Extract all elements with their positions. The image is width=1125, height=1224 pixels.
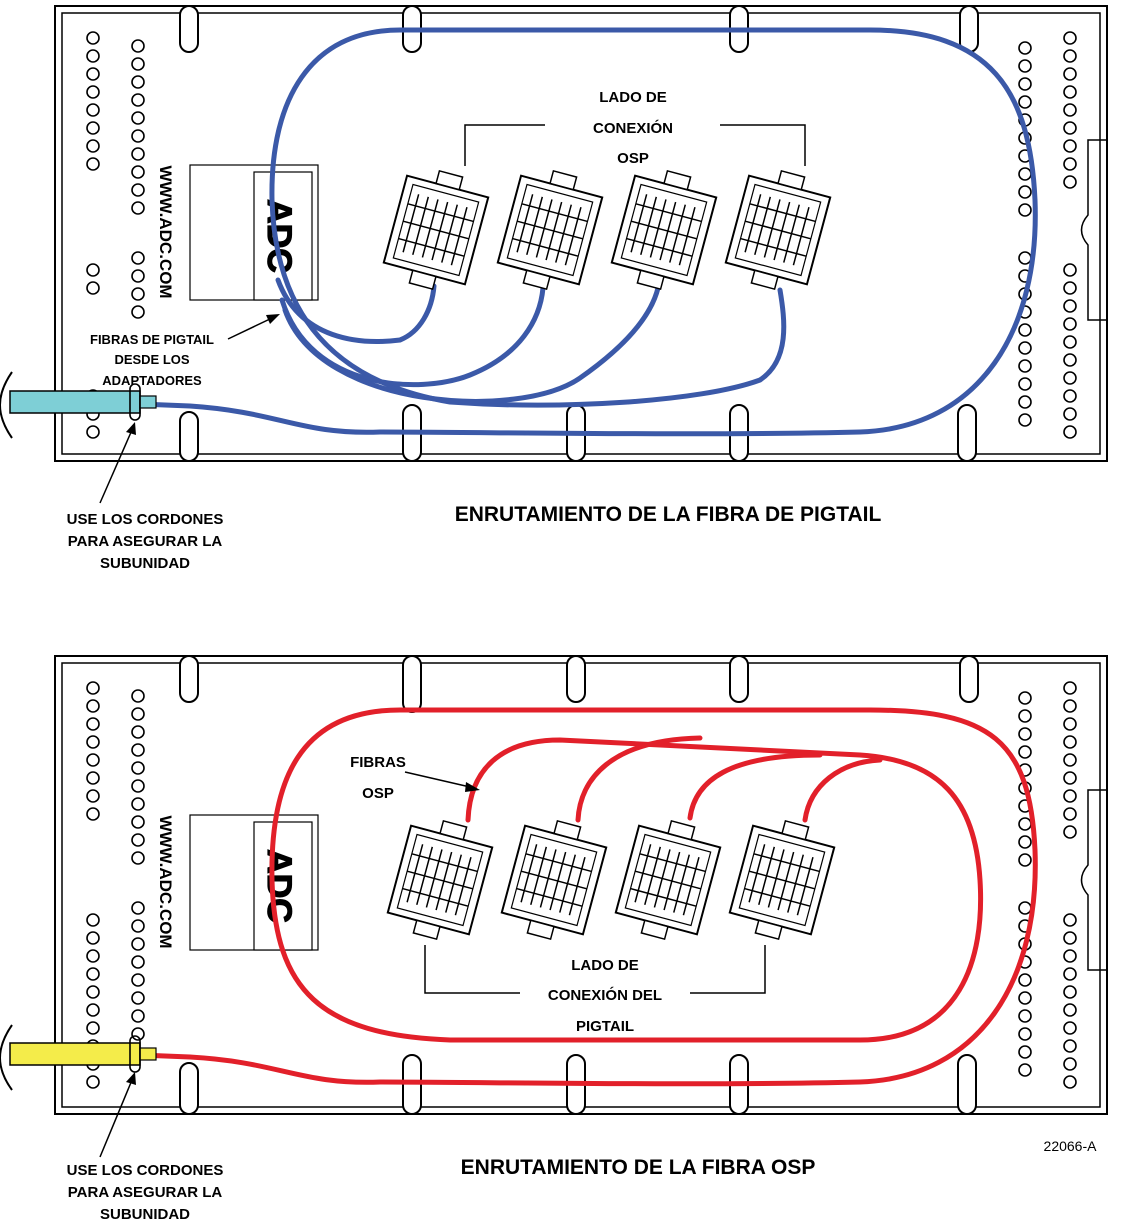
fibers-label-line1: FIBRAS DE PIGTAIL [90,332,214,347]
connection-side-bracket [464,124,806,166]
cable-subunit [0,1024,157,1091]
panel-title: ENRUTAMIENTO DE LA FIBRA DE PIGTAIL [455,503,882,526]
tray-notch [1080,789,1107,971]
osp-fibers [137,707,1038,1087]
adc-logo: ADC [189,164,319,301]
panel-title: ENRUTAMIENTO DE LA FIBRA OSP [461,1156,816,1179]
pigtail-adapters [386,819,836,941]
fibers-label-line1: FIBRAS [350,754,406,771]
osp-adapters [382,169,832,291]
fibers-label-line3: ADAPTADORES [102,373,202,388]
left-holes [86,31,145,439]
connection-side-label-line2: CONEXIÓN DEL [548,986,662,1004]
cords-label-line2: PARA ASEGURAR LA [68,533,223,550]
top-slots [179,655,979,713]
connection-side-label-line1: LADO DE [571,957,639,974]
connection-side-label-line1: LADO DE [599,89,667,106]
panel-osp-routing: ADC WWW.ADC.COM [0,655,1108,1223]
cords-label-line3: SUBUNIDAD [100,555,190,572]
cable-subunit [0,371,157,439]
cords-label-line3: SUBUNIDAD [100,1206,190,1223]
panel-pigtail-routing: ADC WWW.ADC.COM [0,5,1108,572]
cords-label-line2: PARA ASEGURAR LA [68,1184,223,1201]
connection-side-label-line3: PIGTAIL [576,1018,634,1035]
cords-label-line1: USE LOS CORDONES [67,1162,224,1179]
cords-label-line1: USE LOS CORDONES [67,511,224,528]
brand-url: WWW.ADC.COM [156,815,175,948]
tray-notch [1080,139,1107,321]
fibers-label-line2: OSP [362,785,394,802]
logo-text: ADC [260,849,298,923]
pigtail-fibers [137,27,1038,437]
figure-id: 22066-A [1044,1138,1098,1154]
connection-side-label-line3: OSP [617,150,649,167]
fibers-label-line2: DESDE LOS [114,352,189,367]
connection-side-bracket [424,945,766,994]
brand-url: WWW.ADC.COM [156,165,175,298]
adc-logo: ADC [189,814,319,951]
connection-side-label-line2: CONEXIÓN [593,119,673,137]
